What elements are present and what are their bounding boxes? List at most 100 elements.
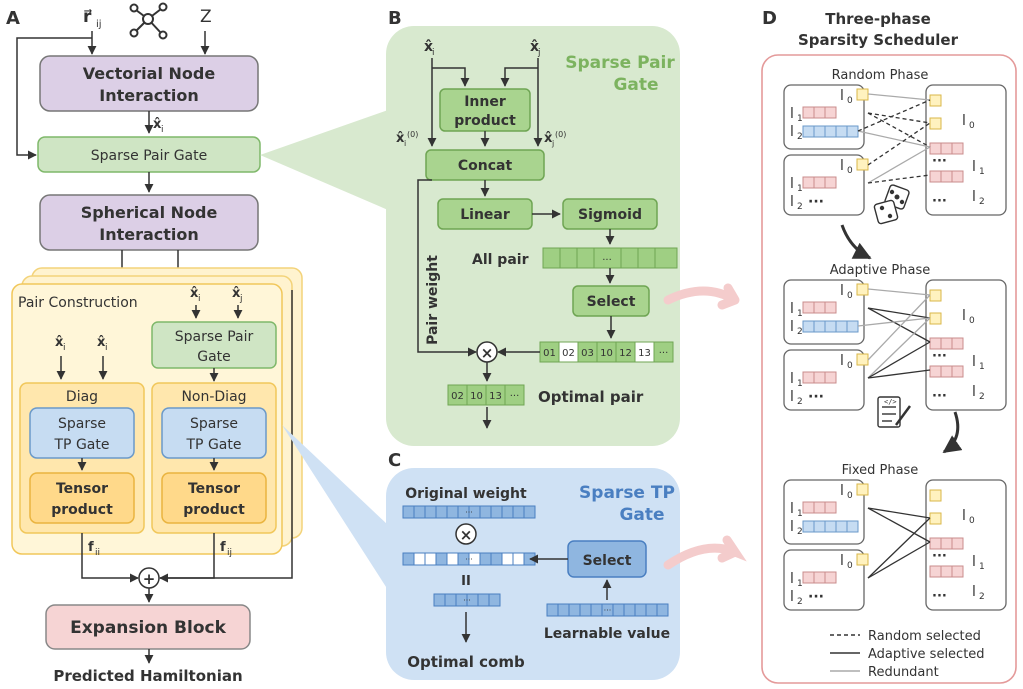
optimal-comb-label: Optimal comb bbox=[407, 653, 525, 671]
svg-text:x̂: x̂ bbox=[396, 131, 405, 146]
cell-l0 bbox=[856, 483, 869, 496]
l-label: l bbox=[790, 501, 794, 517]
weight-cell bbox=[512, 552, 525, 566]
ellipsis: ··· bbox=[808, 589, 824, 605]
cell-l1 bbox=[824, 301, 837, 314]
connection-line bbox=[867, 294, 931, 361]
l-label: l bbox=[840, 353, 844, 369]
pair-construction-label: Pair Construction bbox=[18, 295, 138, 311]
svg-text:(0): (0) bbox=[407, 130, 418, 139]
svg-text:i: i bbox=[198, 294, 201, 304]
l-subscript: 1 bbox=[979, 562, 985, 572]
vector-ellipsis: ··· bbox=[604, 606, 612, 615]
non-diag-tensor-product-box bbox=[161, 472, 267, 524]
weight-cell bbox=[634, 603, 647, 617]
panel-label-b: B bbox=[388, 8, 402, 29]
panel-c-title-1: Sparse TP bbox=[579, 483, 675, 503]
cell-l1 bbox=[951, 565, 964, 578]
selected-cell-label: 03 bbox=[581, 348, 594, 359]
svg-text:x̂: x̂ bbox=[190, 286, 199, 301]
selected-cell-label: 10 bbox=[600, 348, 613, 359]
cell-l1 bbox=[802, 176, 815, 189]
l-subscript: 2 bbox=[797, 202, 803, 212]
svg-text:Sparse: Sparse bbox=[190, 416, 238, 432]
l-subscript: 0 bbox=[969, 316, 975, 326]
l-subscript: 2 bbox=[797, 527, 803, 537]
svg-text:Gate: Gate bbox=[197, 349, 231, 365]
input-r-subscript: ij bbox=[96, 19, 102, 30]
selected-cell-label: 01 bbox=[543, 348, 556, 359]
input-r-label: r⃗ bbox=[83, 7, 92, 27]
multiply-node-c bbox=[455, 523, 477, 545]
weight-cell bbox=[479, 505, 492, 519]
cell-l1 bbox=[824, 371, 837, 384]
ellipsis: ··· bbox=[932, 389, 947, 404]
l-subscript: 2 bbox=[797, 397, 803, 407]
svg-text:product: product bbox=[51, 502, 113, 518]
ellipsis: ··· bbox=[808, 389, 824, 405]
l-label: l bbox=[790, 389, 794, 405]
optimal-cell-label: 13 bbox=[489, 391, 502, 402]
arrow-b-to-d bbox=[663, 283, 740, 310]
l-subscript: 1 bbox=[979, 362, 985, 372]
selected-cell-label: 12 bbox=[619, 348, 632, 359]
svg-text:j: j bbox=[551, 139, 554, 148]
spherical-label-1: Spherical Node bbox=[81, 203, 218, 222]
cell-l1 bbox=[951, 142, 964, 155]
optimal-pair-label: Optimal pair bbox=[538, 388, 644, 406]
cell-l2 bbox=[846, 125, 859, 138]
cell-l1 bbox=[940, 565, 953, 578]
svg-text:x̂: x̂ bbox=[544, 131, 553, 146]
cell-l0 bbox=[856, 353, 869, 366]
cell-l1 bbox=[940, 537, 953, 550]
cell-l1 bbox=[813, 106, 826, 119]
l-label: l bbox=[790, 519, 794, 535]
selected-cell-label: ··· bbox=[659, 348, 669, 359]
l-subscript: 1 bbox=[797, 379, 803, 389]
legend-adaptive-label: Adaptive selected bbox=[868, 647, 985, 662]
connection-line bbox=[867, 93, 931, 101]
learnable-value-label: Learnable value bbox=[544, 626, 670, 642]
l-subscript: 1 bbox=[797, 579, 803, 589]
optimal-cell bbox=[504, 384, 525, 406]
panel-label-d: D bbox=[762, 8, 777, 29]
l-subscript: 0 bbox=[847, 561, 853, 571]
connection-line bbox=[867, 307, 931, 343]
l-subscript: 0 bbox=[969, 516, 975, 526]
weight-cell bbox=[433, 593, 446, 607]
l-label: l bbox=[962, 508, 966, 524]
svg-text:i: i bbox=[161, 125, 164, 135]
cell-l1 bbox=[951, 537, 964, 550]
phase-title: Random Phase bbox=[832, 68, 929, 83]
arrow-c-to-d bbox=[663, 535, 747, 570]
cell-l0 bbox=[929, 512, 942, 525]
all-pair-label: All pair bbox=[472, 252, 529, 268]
cell-l0 bbox=[929, 312, 942, 325]
selected-cell-label: 13 bbox=[638, 348, 651, 359]
l-subscript: 0 bbox=[847, 491, 853, 501]
cell-l1 bbox=[813, 571, 826, 584]
svg-text:Tensor: Tensor bbox=[56, 481, 108, 497]
svg-text:j: j bbox=[537, 48, 541, 58]
l-label: l bbox=[972, 584, 976, 600]
selected-cell bbox=[653, 341, 674, 363]
l-subscript: 2 bbox=[979, 197, 985, 207]
l-subscript: 0 bbox=[847, 166, 853, 176]
cell-l1 bbox=[951, 170, 964, 183]
connection-line bbox=[857, 317, 931, 327]
non-diag-label: Non-Diag bbox=[181, 389, 246, 405]
l-label: l bbox=[790, 589, 794, 605]
l-subscript: 2 bbox=[797, 327, 803, 337]
weight-cell bbox=[490, 552, 503, 566]
weight-cell bbox=[501, 505, 514, 519]
cell-l0 bbox=[929, 289, 942, 302]
svg-text:+: + bbox=[143, 570, 156, 588]
l-label: l bbox=[840, 283, 844, 299]
original-weight-vector: ··· bbox=[402, 505, 536, 519]
cell-l2 bbox=[802, 520, 815, 533]
cell-l1 bbox=[824, 176, 837, 189]
